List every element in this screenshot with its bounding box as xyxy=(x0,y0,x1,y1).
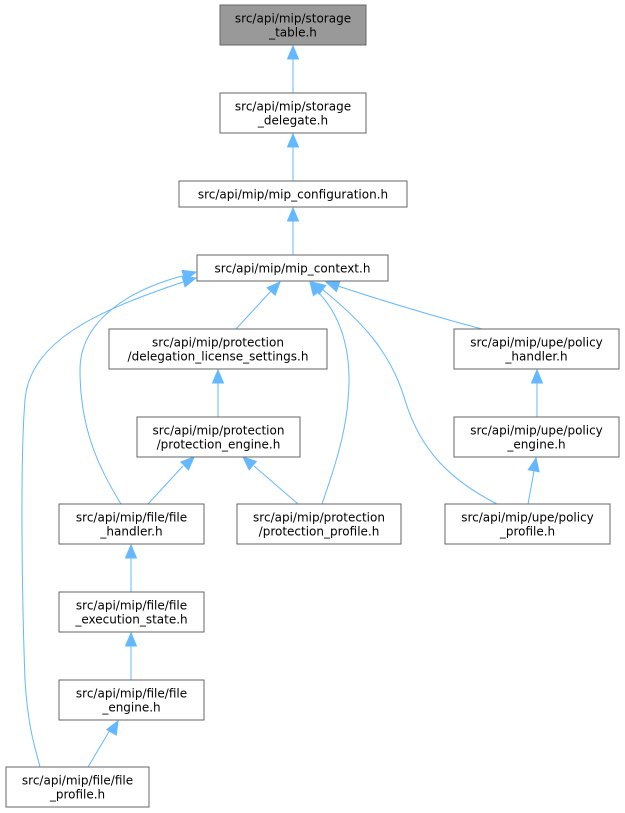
arrowhead xyxy=(310,281,327,296)
edge-mip_context-to-file_profile xyxy=(21,275,198,768)
node-box xyxy=(219,4,367,46)
node-label-line: src/api/mip/mip_context.h xyxy=(215,262,371,276)
edge-line xyxy=(87,729,111,768)
node-label-line: src/api/mip/protection xyxy=(253,511,385,525)
node-box xyxy=(453,416,620,458)
edge-line xyxy=(235,290,272,330)
node-upe-policy-engine[interactable]: src/api/mip/upe/policy_engine.h xyxy=(453,416,620,458)
arrowhead xyxy=(286,44,300,60)
node-label-line: src/api/mip/mip_configuration.h xyxy=(198,188,388,202)
node-label-line: src/api/mip/protection xyxy=(153,424,285,438)
node-label-line: src/api/mip/file/file xyxy=(76,687,187,701)
node-box xyxy=(178,180,408,208)
edge-file_execution_state-to-file_engine xyxy=(124,631,138,680)
node-label-line: src/api/mip/storage xyxy=(235,100,351,114)
node-label-line: _handler.h xyxy=(504,350,567,364)
edge-delegation_license_settings-to-protection_engine xyxy=(211,368,225,417)
arrowhead xyxy=(266,281,281,297)
node-label-line: src/api/mip/file/file xyxy=(76,511,187,525)
node-label-line: _delegate.h xyxy=(257,114,328,128)
arrowhead xyxy=(530,368,544,384)
node-box xyxy=(58,503,205,545)
edge-storage_delegate-to-mip_configuration xyxy=(286,132,300,181)
node-label-line: _profile.h xyxy=(499,525,555,539)
arrowhead xyxy=(105,719,119,736)
arrowhead xyxy=(124,543,138,559)
node-file-handler[interactable]: src/api/mip/file/file_handler.h xyxy=(58,503,205,545)
node-label-line: src/api/mip/upe/policy xyxy=(470,424,603,438)
node-label-line: src/api/mip/upe/policy xyxy=(470,336,603,350)
edge-file_handler-to-file_execution_state xyxy=(124,543,138,592)
node-upe-policy-handler[interactable]: src/api/mip/upe/policy_handler.h xyxy=(453,328,620,370)
node-label-line: _handler.h xyxy=(99,525,162,539)
node-label-line: src/api/mip/file/file xyxy=(76,599,187,613)
node-delegation-license-settings[interactable]: src/api/mip/protection/delegation_licens… xyxy=(108,328,328,370)
edge-upe_policy_handler-to-upe_policy_engine xyxy=(530,368,544,417)
edge-line xyxy=(337,285,483,330)
node-box xyxy=(236,503,402,545)
node-box xyxy=(108,328,328,370)
node-label-line: _profile.h xyxy=(49,788,105,802)
edge-mip_context-to-protection_profile xyxy=(309,280,350,505)
edge-mip_configuration-to-mip_context xyxy=(286,206,300,255)
node-label-line: /protection_profile.h xyxy=(259,525,380,539)
node-box xyxy=(136,416,301,458)
arrowhead xyxy=(286,206,300,222)
node-storage-table: src/api/mip/storage_table.h xyxy=(219,4,367,46)
node-label-line: src/api/mip/protection xyxy=(152,336,284,350)
arrowhead xyxy=(286,132,300,148)
edge-file_engine-to-file_profile xyxy=(87,719,119,768)
edge-line xyxy=(79,275,183,505)
node-box xyxy=(5,766,150,808)
node-file-engine[interactable]: src/api/mip/file/file_engine.h xyxy=(58,679,205,721)
node-box xyxy=(196,254,389,282)
node-box xyxy=(58,679,205,721)
edge-mip_context-to-file_handler xyxy=(79,269,198,505)
edge-storage_table-to-storage_delegate xyxy=(286,44,300,93)
edge-line xyxy=(21,281,184,768)
node-storage-delegate[interactable]: src/api/mip/storage_delegate.h xyxy=(219,92,367,134)
edge-protection_engine-to-protection_profile xyxy=(242,456,299,505)
nodes-layer: src/api/mip/storage_table.hsrc/api/mip/s… xyxy=(5,4,620,808)
node-protection-engine[interactable]: src/api/mip/protection/protection_engine… xyxy=(136,416,301,458)
edge-line xyxy=(253,465,299,505)
edge-line xyxy=(147,465,184,505)
arrowhead xyxy=(242,456,258,471)
node-label-line: src/api/mip/storage xyxy=(235,12,351,26)
node-label-line: _engine.h xyxy=(506,438,565,452)
edge-protection_engine-to-file_handler xyxy=(147,456,195,505)
node-label-line: src/api/mip/upe/policy xyxy=(461,511,594,525)
node-box xyxy=(444,503,611,545)
node-file-profile[interactable]: src/api/mip/file/file_profile.h xyxy=(5,766,150,808)
edge-mip_context-to-upe_policy_profile xyxy=(310,281,498,505)
arrowhead xyxy=(124,631,138,647)
node-box xyxy=(453,328,620,370)
edge-mip_context-to-delegation_license_settings xyxy=(235,281,281,330)
node-file-execution-state[interactable]: src/api/mip/file/file_execution_state.h xyxy=(58,591,205,633)
node-label-line: _table.h xyxy=(268,26,317,40)
node-mip-configuration[interactable]: src/api/mip/mip_configuration.h xyxy=(178,180,408,208)
node-label-line: src/api/mip/file/file xyxy=(22,774,133,788)
arrowhead xyxy=(527,456,540,473)
arrowhead xyxy=(211,368,225,384)
node-protection-profile[interactable]: src/api/mip/protection/protection_profil… xyxy=(236,503,402,545)
node-label-line: /delegation_license_settings.h xyxy=(128,350,309,364)
node-upe-policy-profile[interactable]: src/api/mip/upe/policy_profile.h xyxy=(444,503,611,545)
edge-mip_context-to-upe_policy_handler xyxy=(324,280,483,330)
node-box xyxy=(58,591,205,633)
node-label-line: _engine.h xyxy=(101,701,160,715)
node-box xyxy=(219,92,367,134)
node-label-line: _execution_state.h xyxy=(74,613,187,627)
edge-line xyxy=(321,288,498,505)
edge-line xyxy=(317,291,350,505)
edge-line xyxy=(527,470,535,505)
arrowhead xyxy=(181,275,198,288)
node-label-line: /protection_engine.h xyxy=(157,438,281,452)
node-mip-context[interactable]: src/api/mip/mip_context.h xyxy=(196,254,389,282)
arrowhead xyxy=(324,280,341,293)
edge-upe_policy_engine-to-upe_policy_profile xyxy=(527,456,540,505)
arrowhead xyxy=(179,456,195,471)
edges-layer xyxy=(21,44,544,768)
